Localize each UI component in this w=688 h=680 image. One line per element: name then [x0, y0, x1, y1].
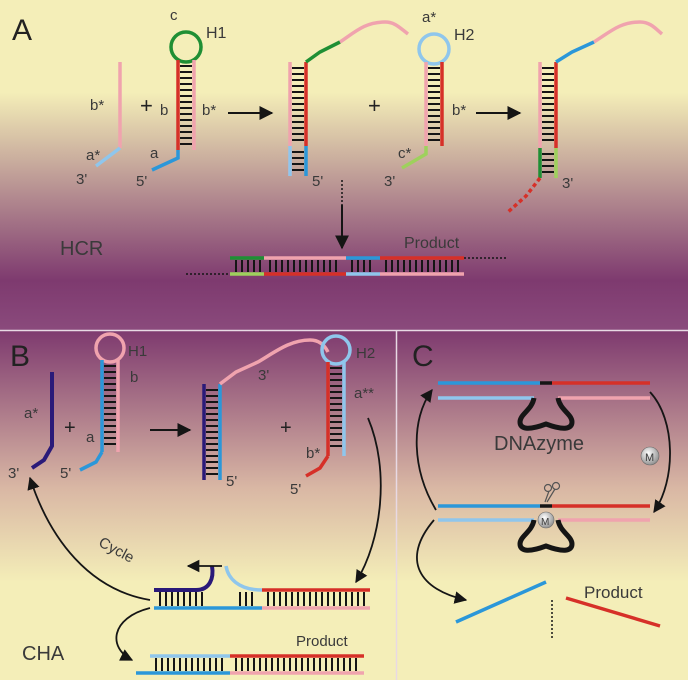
arrow-c-right — [649, 391, 671, 514]
plus-sign-a1: + — [140, 93, 153, 118]
arrow-c-left-up — [415, 388, 437, 511]
label-3prime-b: 3' — [8, 465, 19, 482]
plus-sign-a2: + — [368, 93, 381, 118]
label-product-a: Product — [404, 235, 460, 252]
label-5prime-opened-b: 5' — [226, 473, 237, 490]
label-b-h1: b — [160, 102, 168, 119]
scissors-icon — [543, 481, 561, 503]
dnazyme-loop-top — [517, 397, 575, 431]
hairpin-h1-b — [79, 332, 126, 472]
label-b-star-b: b* — [306, 445, 320, 462]
hcr-product-duplex — [186, 256, 508, 276]
panel-b-letter: B — [10, 340, 30, 373]
label-3prime-initiator: 3' — [76, 171, 87, 188]
initiator-strand — [94, 62, 122, 168]
dnazyme-substrate-top — [438, 381, 650, 400]
label-3prime-h2: 3' — [384, 173, 395, 190]
metal-ion-label-right: M — [645, 452, 654, 464]
arrow-b-to-complex — [355, 417, 382, 584]
label-h2-a: H2 — [454, 27, 475, 44]
label-b-star-h2: b* — [452, 102, 466, 119]
label-a-double-star: a** — [354, 385, 374, 402]
panel-b-background — [0, 331, 396, 680]
label-h2-b: H2 — [356, 345, 375, 362]
label-c-h1: c — [170, 7, 178, 24]
label-a-star-h2: a* — [422, 9, 436, 26]
cleaved-fragment-red — [565, 596, 661, 628]
label-dnazyme: DNAzyme — [494, 433, 584, 455]
label-h1-b: H1 — [128, 343, 147, 360]
hairpin-h2-b — [305, 334, 352, 478]
hairpin-h2 — [401, 32, 451, 170]
arrow-c-to-products — [416, 519, 468, 604]
dnazyme-substrate-bottom — [438, 504, 650, 522]
opened-h1-duplex — [288, 20, 410, 176]
label-5prime-h2-b: 5' — [290, 481, 301, 498]
label-hcr: HCR — [60, 238, 103, 260]
metal-ion-right: M — [640, 446, 660, 466]
panel-a-background — [0, 0, 688, 330]
plus-sign-b2: + — [280, 417, 292, 439]
metal-ion-bound: M — [537, 511, 555, 529]
dnazyme-loop-bottom — [517, 519, 575, 553]
label-product-b: Product — [296, 633, 349, 650]
label-5prime-opened-h1: 5' — [312, 173, 323, 190]
initiator-b — [30, 372, 54, 470]
label-b-star-initiator: b* — [90, 97, 104, 114]
label-h1-a: H1 — [206, 25, 227, 42]
plus-sign-b1: + — [64, 417, 76, 439]
panel-c-letter: C — [412, 340, 434, 373]
label-a-h1: a — [150, 145, 159, 162]
opened-h2-duplex — [506, 20, 664, 214]
label-3prime-opened-b: 3' — [258, 367, 269, 384]
label-5prime-h1-b: 5' — [60, 465, 71, 482]
label-5prime-h1: 5' — [136, 173, 147, 190]
cha-complex — [154, 565, 370, 610]
arrow-b-to-product — [115, 607, 151, 661]
cycle-arrow — [27, 476, 151, 601]
label-c-star-h2: c* — [398, 145, 412, 162]
cha-product-duplex — [136, 654, 364, 675]
label-product-c: Product — [584, 583, 643, 602]
label-3prime-opened-h2: 3' — [562, 175, 573, 192]
panel-a-letter: A — [12, 14, 32, 47]
label-b-star-h1: b* — [202, 102, 216, 119]
label-a-star-b: a* — [24, 405, 38, 422]
label-b-b: b — [130, 369, 138, 386]
metal-ion-label-bound: M — [541, 517, 549, 528]
hairpin-h1 — [151, 30, 203, 172]
label-a-b: a — [86, 429, 95, 446]
cleaved-fragment-blue — [455, 580, 547, 624]
label-cha: CHA — [22, 643, 65, 665]
label-a-star-initiator: a* — [86, 147, 100, 164]
